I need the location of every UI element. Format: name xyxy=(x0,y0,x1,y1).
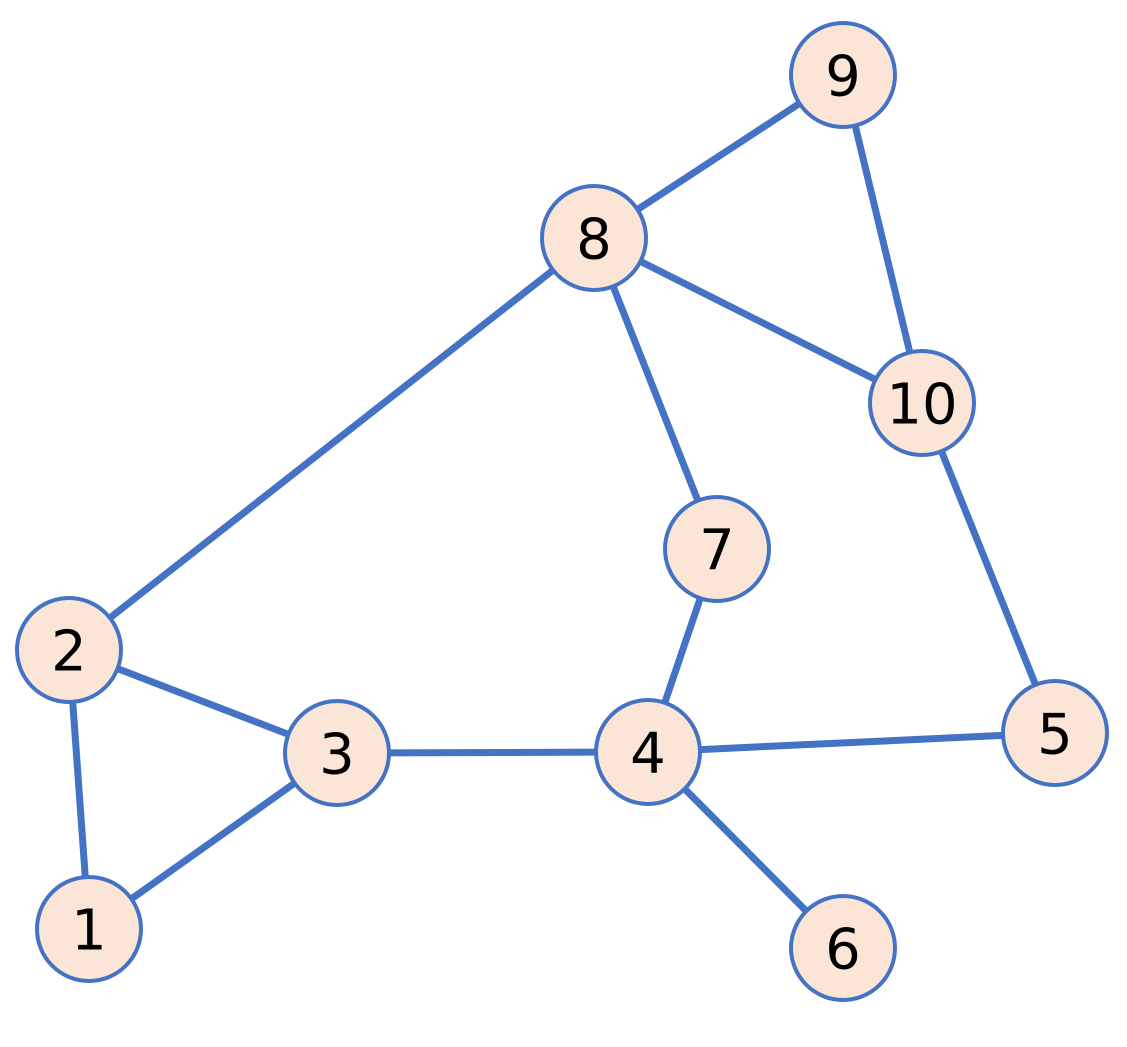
edge-4-5 xyxy=(699,731,1004,754)
node-circle xyxy=(789,894,897,1002)
node-label: 5 xyxy=(1037,703,1073,768)
node-circle xyxy=(35,875,143,983)
edge-4-7 xyxy=(661,597,704,704)
node-8: 8 xyxy=(540,184,648,292)
node-9: 9 xyxy=(789,21,897,129)
node-label: 7 xyxy=(699,519,735,584)
edge-1-2 xyxy=(69,701,89,878)
node-6: 6 xyxy=(789,894,897,1002)
node-label: 10 xyxy=(886,373,957,438)
node-circle xyxy=(15,596,123,704)
node-4: 4 xyxy=(594,698,702,806)
node-label: 4 xyxy=(630,722,666,787)
edge-2-3 xyxy=(116,665,290,738)
node-1: 1 xyxy=(35,875,143,983)
edge-9-10 xyxy=(851,124,914,354)
node-label: 9 xyxy=(825,45,861,110)
edge-3-4 xyxy=(388,748,597,757)
edge-2-8 xyxy=(107,267,556,621)
node-2: 2 xyxy=(15,596,123,704)
node-10: 10 xyxy=(868,349,976,457)
edge-8-9 xyxy=(635,100,802,213)
node-label: 2 xyxy=(51,620,87,685)
node-5: 5 xyxy=(1001,679,1109,787)
node-circle xyxy=(663,495,771,603)
node-circle xyxy=(789,21,897,129)
node-label: 3 xyxy=(319,723,355,788)
node-label: 1 xyxy=(71,899,107,964)
node-circle xyxy=(1001,679,1109,787)
edge-7-8 xyxy=(609,285,702,502)
node-3: 3 xyxy=(283,699,391,807)
edge-10-5 xyxy=(938,449,1039,687)
edge-1-3 xyxy=(129,780,297,902)
node-circle xyxy=(540,184,648,292)
node-label: 6 xyxy=(825,918,861,983)
edges-layer xyxy=(69,100,1039,914)
node-circle xyxy=(868,349,976,457)
node-label: 8 xyxy=(576,208,612,273)
node-7: 7 xyxy=(663,495,771,603)
edge-8-10 xyxy=(638,258,878,383)
edge-4-6 xyxy=(682,786,809,914)
node-circle xyxy=(283,699,391,807)
nodes-layer: 1 2 3 4 5 6 7 8 9 10 xyxy=(15,21,1109,1002)
node-circle xyxy=(594,698,702,806)
